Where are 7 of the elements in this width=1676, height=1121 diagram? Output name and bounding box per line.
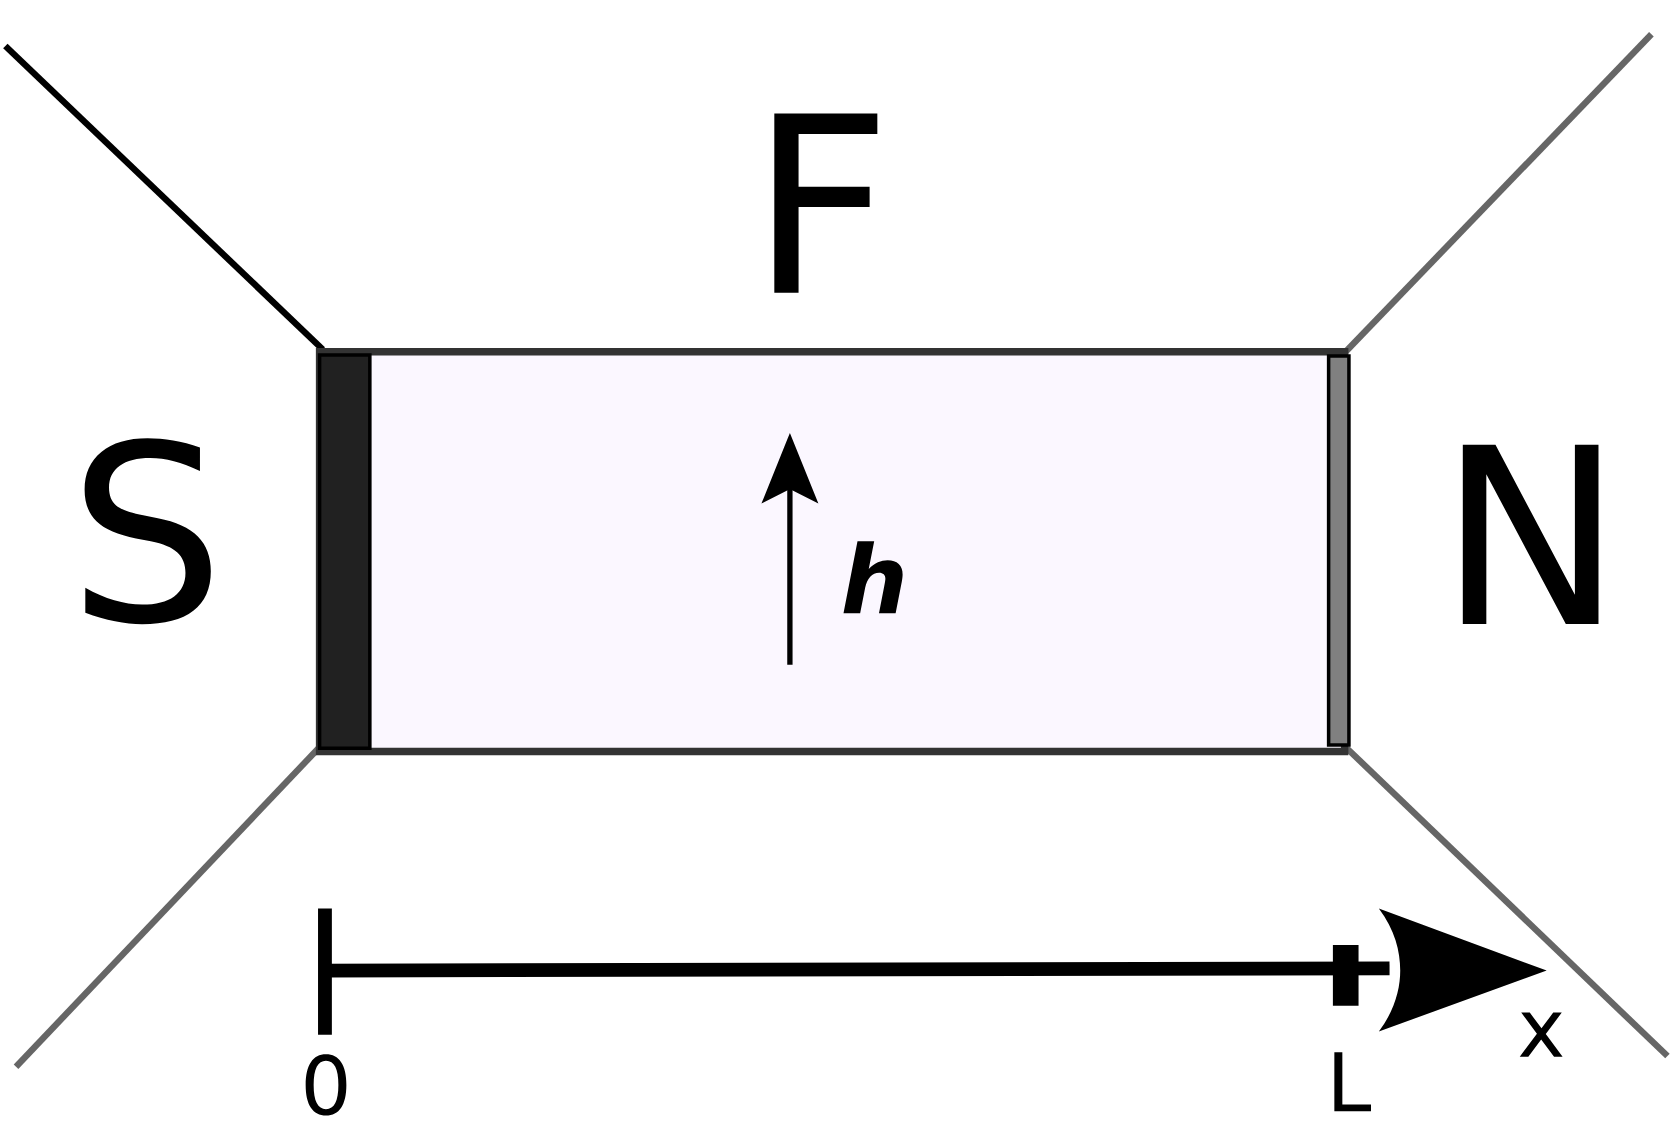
pole-label: S [84,438,211,625]
axis-tick-label: 0 [305,1054,347,1116]
axis-label: x [1519,1012,1563,1057]
pole-label: N [1462,444,1599,624]
pole-label: F [774,113,878,293]
vector-label: h [843,541,903,614]
axis-tick-label: L [1334,1052,1371,1112]
